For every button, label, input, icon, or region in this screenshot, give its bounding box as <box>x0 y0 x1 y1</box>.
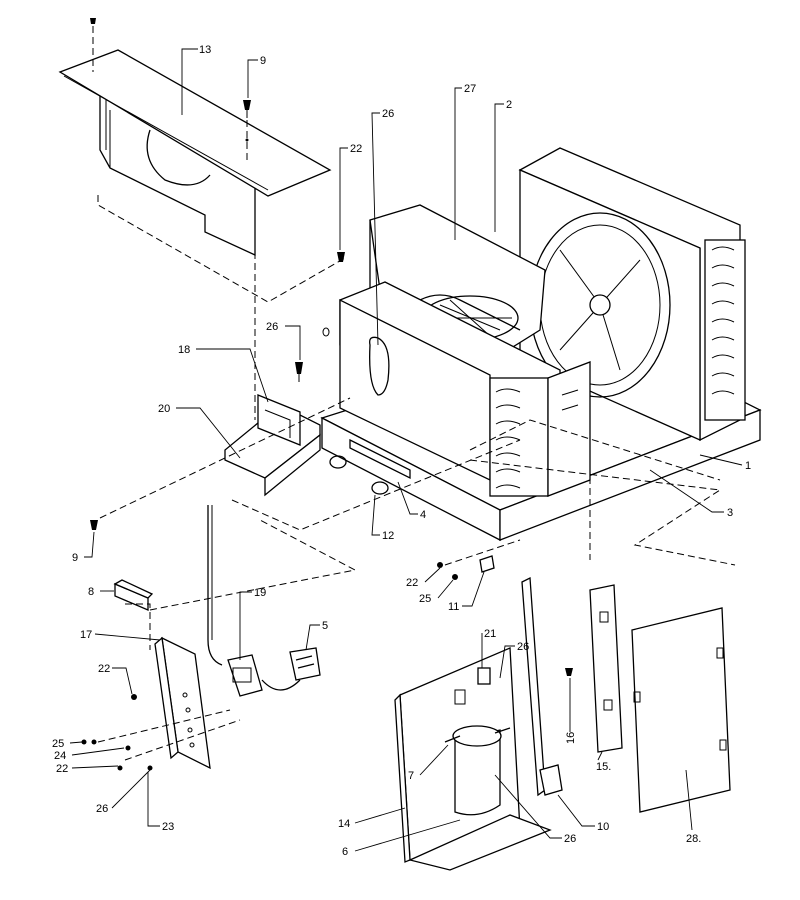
callout-14: 14 <box>338 818 350 830</box>
selector-switch <box>261 647 321 691</box>
callout-22-lower: 22 <box>56 763 68 775</box>
callout-23: 23 <box>162 821 174 833</box>
mounting-bracket <box>589 584 623 753</box>
callout-10: 10 <box>597 821 609 833</box>
callout-13: 13 <box>199 44 211 56</box>
callout-21: 21 <box>484 628 496 640</box>
screw-16 <box>565 668 573 676</box>
callout-9-top: 9 <box>260 55 266 67</box>
evaporator-front-panel <box>339 281 591 497</box>
callout-16: 16 <box>565 732 577 744</box>
callout-25-bracket: 25 <box>52 738 64 750</box>
callout-11: 11 <box>448 601 459 613</box>
callout-24: 24 <box>54 750 66 762</box>
foam-block <box>113 579 154 611</box>
thermostat <box>227 654 263 697</box>
callout-3: 3 <box>727 507 733 519</box>
callout-28: 28. <box>686 833 701 845</box>
callout-26-relay: 26 <box>517 641 529 653</box>
callout-26-control: 26 <box>266 321 278 333</box>
callout-26-bracket: 26 <box>96 803 108 815</box>
control-box <box>224 394 321 497</box>
callout-7: 7 <box>408 770 414 782</box>
capacitor <box>444 725 511 816</box>
callout-26-housing: 26 <box>382 108 394 120</box>
callout-6: 6 <box>342 846 348 858</box>
callout-2: 2 <box>506 99 512 111</box>
callout-27: 27 <box>464 83 476 95</box>
condenser-coil <box>704 239 746 421</box>
callout-26-capacitor: 26 <box>564 833 576 845</box>
leader-lines <box>69 48 743 852</box>
screw-9-top <box>243 100 251 160</box>
callout-19: 19 <box>254 587 266 599</box>
drain-tube <box>521 576 563 797</box>
callout-9-left: 9 <box>72 552 78 564</box>
callout-5: 5 <box>322 620 328 632</box>
callout-25-mid: 25 <box>419 593 431 605</box>
access-panel <box>631 607 731 813</box>
callout-22-top: 22 <box>350 143 362 155</box>
control-bracket <box>154 636 211 770</box>
screw-9-left <box>90 520 98 530</box>
callout-12: 12 <box>382 530 394 542</box>
mid-screws <box>437 555 495 580</box>
bracket-screws <box>81 694 153 771</box>
screw-26-control <box>295 362 303 382</box>
screw-22-housing <box>337 252 345 262</box>
callout-8: 8 <box>88 586 94 598</box>
callout-20: 20 <box>158 403 170 415</box>
callout-1: 1 <box>745 460 751 472</box>
callout-labels: 13 9 27 2 26 22 26 18 20 1 3 4 12 9 22 2… <box>52 44 751 858</box>
callout-18: 18 <box>178 344 190 356</box>
callout-22-mid: 22 <box>406 577 418 589</box>
callout-17: 17 <box>80 629 92 641</box>
callout-4: 4 <box>420 509 426 521</box>
callout-22-bracket: 22 <box>98 663 110 675</box>
screw-top-left <box>90 18 96 72</box>
relay <box>477 667 491 685</box>
top-cover-panel <box>58 49 332 257</box>
drain-parts <box>322 327 411 495</box>
callout-15: 15. <box>596 761 611 773</box>
